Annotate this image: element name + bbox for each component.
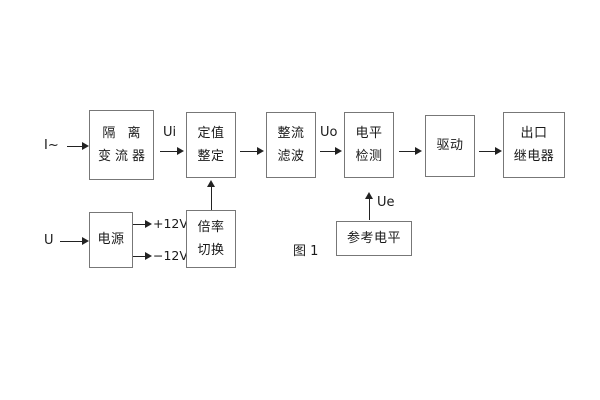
connector-level-to-drive: [399, 151, 417, 152]
connector-input-to-power: [60, 241, 84, 242]
block-output-relay-line-1: 出口: [520, 125, 548, 141]
arrowhead-power-positive: [145, 220, 152, 228]
block-multiplier-switch[interactable]: 倍率 切换: [186, 210, 236, 268]
block-reference-level-line-1: 参考电平: [346, 230, 401, 246]
signal-label-ue: Ue: [377, 195, 395, 210]
block-level-detect-line-2: 检测: [355, 148, 383, 164]
arrowhead-rectify-to-level: [335, 147, 342, 155]
block-isolation-ct-line-2: 变流器: [97, 148, 149, 164]
connector-isolation-to-setting: [160, 151, 179, 152]
block-output-relay[interactable]: 出口 继电器: [503, 112, 565, 178]
input-label-current: I~: [44, 138, 59, 153]
block-setting-value[interactable]: 定值 整定: [186, 112, 236, 178]
block-level-detect[interactable]: 电平 检测: [344, 112, 394, 178]
block-rectify-filter-line-2: 滤波: [277, 148, 305, 164]
arrowhead-reference-to-level: [365, 192, 373, 199]
arrowhead-setting-to-rectify: [257, 147, 264, 155]
arrowhead-drive-to-relay: [495, 147, 502, 155]
block-setting-value-line-2: 整定: [197, 148, 225, 164]
block-drive[interactable]: 驱动: [425, 115, 475, 177]
figure-caption: 图 1: [293, 244, 319, 259]
arrowhead-input-to-power: [82, 237, 89, 245]
label-supply-negative: −12V: [153, 248, 188, 263]
connector-reference-to-level: [369, 198, 370, 220]
signal-label-uo: Uo: [320, 125, 338, 140]
block-multiplier-switch-line-1: 倍率: [197, 219, 225, 235]
arrowhead-power-negative: [145, 252, 152, 260]
block-power-supply-line-1: 电源: [97, 232, 125, 248]
connector-power-positive: [133, 224, 148, 225]
block-level-detect-line-1: 电平: [355, 125, 383, 141]
block-power-supply[interactable]: 电源: [89, 212, 133, 268]
connector-input-to-isolation: [67, 146, 84, 147]
block-reference-level[interactable]: 参考电平: [336, 221, 412, 256]
label-supply-positive: +12V: [153, 216, 188, 231]
block-isolation-ct-line-1: 隔 离: [102, 125, 145, 141]
arrowhead-multiplier-to-setting: [207, 180, 215, 187]
block-multiplier-switch-line-2: 切换: [197, 242, 225, 258]
connector-multiplier-to-setting: [211, 186, 212, 210]
signal-label-ui: Ui: [163, 125, 177, 140]
connector-setting-to-rectify: [240, 151, 259, 152]
block-output-relay-line-2: 继电器: [513, 148, 555, 164]
arrowhead-level-to-drive: [415, 147, 422, 155]
connector-drive-to-relay: [479, 151, 497, 152]
input-label-voltage: U: [44, 233, 54, 248]
arrowhead-isolation-to-setting: [177, 147, 184, 155]
block-drive-line-1: 驱动: [436, 138, 464, 154]
block-setting-value-line-1: 定值: [197, 125, 225, 141]
block-isolation-ct[interactable]: 隔 离 变流器: [89, 110, 154, 180]
arrowhead-input-to-isolation: [82, 142, 89, 150]
connector-rectify-to-level: [320, 151, 337, 152]
connector-power-negative: [133, 256, 148, 257]
block-rectify-filter[interactable]: 整流 滤波: [266, 112, 316, 178]
block-rectify-filter-line-1: 整流: [277, 125, 305, 141]
